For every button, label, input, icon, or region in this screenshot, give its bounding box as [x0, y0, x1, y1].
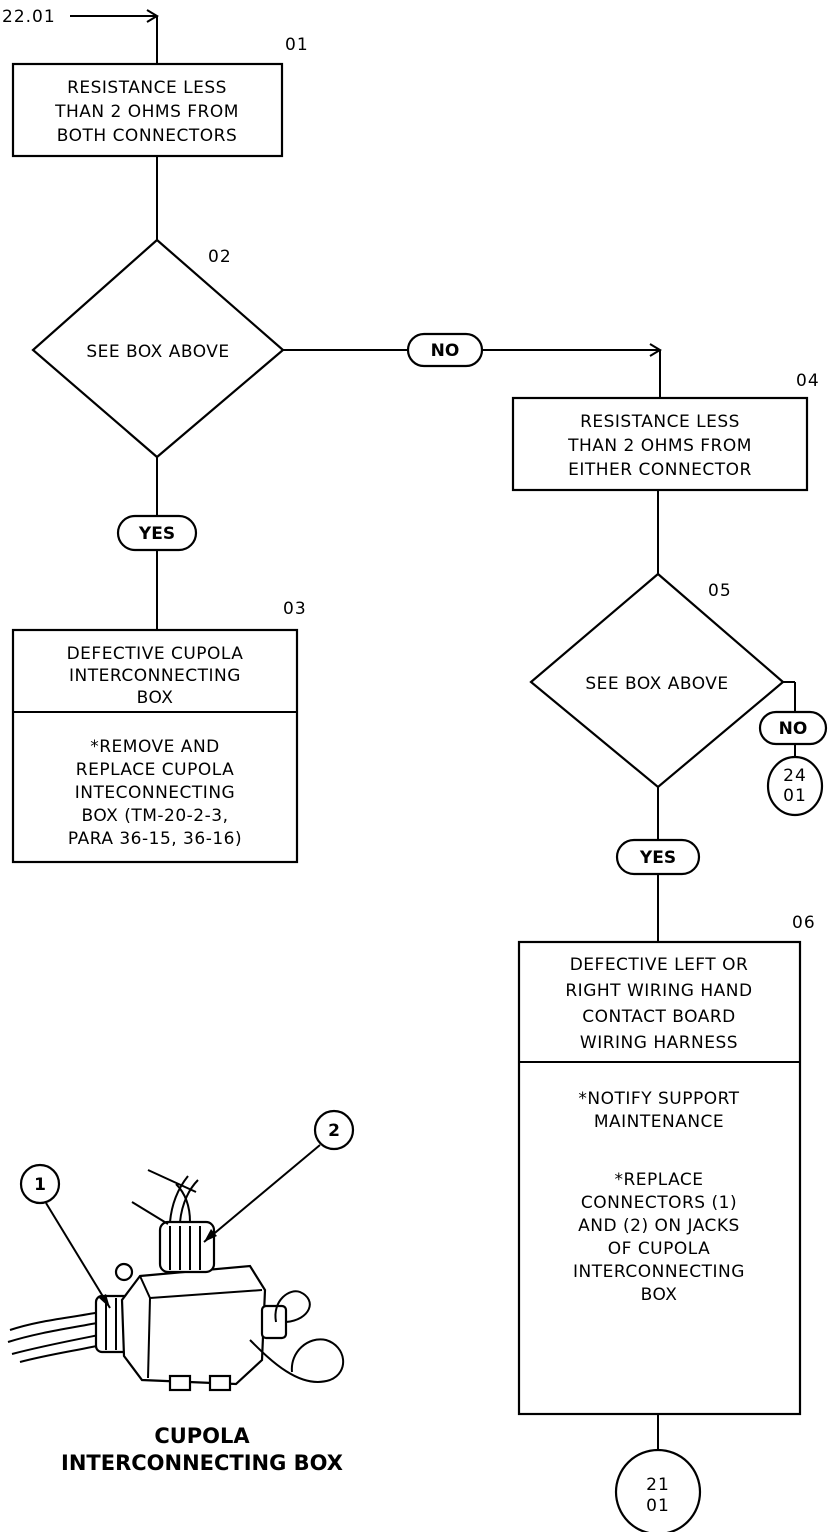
offpage-connector-21 [614, 1448, 702, 1532]
step-06-action-2f: BOX [641, 1285, 678, 1305]
connector-21-line-1: 21 [646, 1475, 670, 1495]
step-02-number: 02 [208, 247, 232, 267]
callout-2-arrow-head [204, 1229, 217, 1242]
callout-1-label: 1 [34, 1175, 46, 1195]
step-01-box [11, 62, 284, 158]
connector-21-line-2: 01 [646, 1496, 670, 1516]
no-pill-05 [758, 710, 828, 746]
step-06-action-2b: CONNECTORS (1) [581, 1193, 737, 1213]
callout-2-label: 2 [328, 1121, 340, 1141]
step-06-title-1: DEFECTIVE LEFT OR [570, 955, 749, 975]
callout-1-leader [45, 1202, 111, 1309]
step-03-title-2: INTERCONNECTING [69, 666, 241, 686]
callout-1-circle [19, 1163, 61, 1205]
no-label-05: NO [779, 719, 808, 739]
illustration-caption-line-1: CUPOLA [154, 1424, 250, 1448]
callout-2-leader [203, 1144, 321, 1243]
step-06-number: 06 [792, 913, 816, 933]
step-01-line-1: RESISTANCE LESS [67, 78, 227, 98]
step-06-action-2d: OF CUPOLA [608, 1239, 711, 1259]
connector-24-line-1: 24 [783, 766, 807, 786]
step-06-action-2a: *REPLACE [614, 1170, 703, 1190]
callout-1-arrow-head [99, 1294, 110, 1308]
step-03-title-3: BOX [137, 688, 174, 708]
entry-reference: 22.01 [2, 7, 56, 27]
step-01-number: 01 [285, 35, 309, 55]
yes-label-05: YES [639, 848, 676, 868]
no-label-02: NO [431, 341, 460, 361]
step-06-title-4: WIRING HARNESS [580, 1033, 738, 1053]
step-04-line-1: RESISTANCE LESS [580, 412, 740, 432]
step-06-title-3: CONTACT BOARD [582, 1007, 736, 1027]
step-06-action-2c: AND (2) ON JACKS [578, 1216, 740, 1236]
yes-label-02: YES [138, 524, 175, 544]
step-06-action-1b: MAINTENANCE [594, 1112, 724, 1132]
illustration-caption-line-2: INTERCONNECTING BOX [61, 1451, 343, 1475]
step-03-action-1: *REMOVE AND [90, 737, 220, 757]
step-03-action-4: BOX (TM-20-2-3, [82, 806, 229, 826]
step-03-action-5: PARA 36-15, 36-16) [68, 829, 242, 849]
callout-2-circle [313, 1109, 355, 1151]
step-05-number: 05 [708, 581, 732, 601]
step-04-line-3: EITHER CONNECTOR [568, 460, 752, 480]
offpage-connector-24 [766, 755, 824, 817]
step-03-number: 03 [283, 599, 307, 619]
cupola-interconnecting-box-illustration [7, 1169, 345, 1392]
step-03-title-1: DEFECTIVE CUPOLA [67, 644, 244, 664]
step-06-box [517, 940, 802, 1416]
step-03-action-3: INTECONNECTING [75, 783, 235, 803]
step-06-action-2e: INTERCONNECTING [573, 1262, 745, 1282]
step-03-box [11, 628, 299, 864]
step-05-text: SEE BOX ABOVE [585, 674, 728, 694]
step-02-text: SEE BOX ABOVE [86, 342, 229, 362]
step-06-action-1a: *NOTIFY SUPPORT [578, 1089, 739, 1109]
step-04-box [511, 396, 809, 492]
step-01-line-3: BOTH CONNECTORS [57, 126, 237, 146]
connector-24-line-2: 01 [783, 786, 807, 806]
step-01-line-2: THAN 2 OHMS FROM [54, 102, 239, 122]
step-04-number: 04 [796, 371, 820, 391]
step-03-action-2: REPLACE CUPOLA [76, 760, 234, 780]
step-04-line-2: THAN 2 OHMS FROM [567, 436, 752, 456]
step-06-title-2: RIGHT WIRING HAND [565, 981, 752, 1001]
